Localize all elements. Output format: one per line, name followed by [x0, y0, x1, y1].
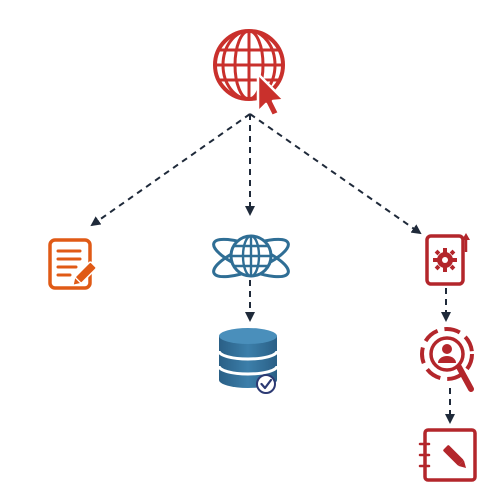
search-user-icon [420, 327, 474, 392]
connector-root-to-document [90, 113, 251, 227]
settings-card-icon [425, 233, 470, 286]
connectors [90, 113, 455, 424]
document-edit-icon [48, 238, 97, 290]
notebook-edit-icon [418, 428, 477, 482]
database-check-icon [217, 328, 279, 394]
connector-root-to-settings [249, 113, 422, 235]
globe-cursor-icon [213, 29, 286, 118]
orbit-globe-icon [212, 234, 290, 279]
